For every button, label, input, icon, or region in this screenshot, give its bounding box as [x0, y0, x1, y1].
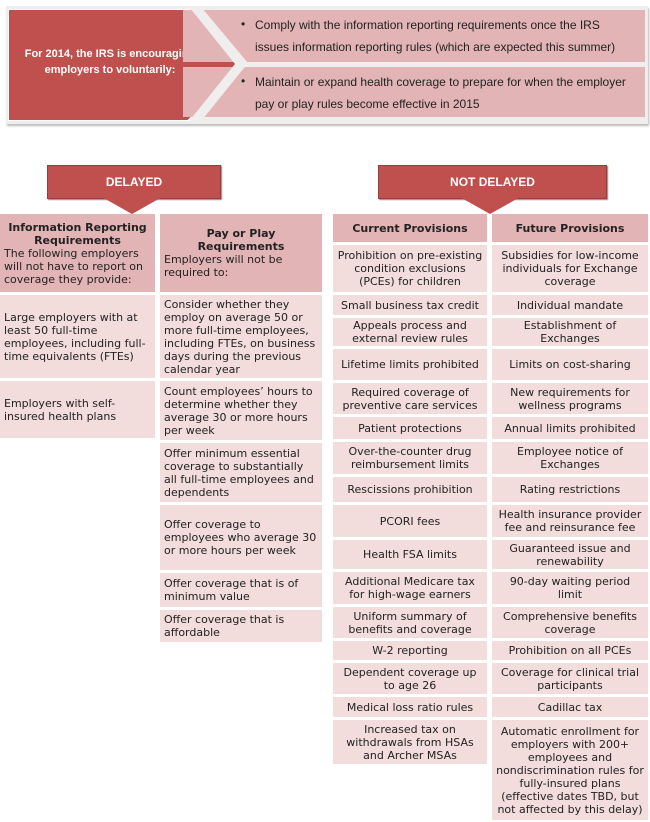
table-cell: Uniform summary of benefits and coverage [333, 607, 487, 638]
table-cell: Subsidies for low-income individuals for… [492, 245, 648, 292]
banner-bullet: •Comply with the information reporting r… [183, 10, 645, 62]
future-header: Future Provisions [492, 214, 648, 242]
column-title: Current Provisions [352, 221, 468, 235]
table-cell: Over-the-counter drug reimbursement limi… [333, 442, 487, 474]
banner-bullet: •Maintain or expand health coverage to p… [183, 67, 645, 117]
table-cell: Rating restrictions [492, 477, 648, 502]
table-cell: Offer minimum essential coverage to subs… [160, 443, 322, 502]
column-title: Pay or Play Requirements [197, 227, 285, 253]
table-cell: Patient protections [333, 417, 487, 439]
table-cell: Employers with self-insured health plans [0, 381, 155, 438]
table-cell: Automatic enrollment for employers with … [492, 720, 648, 820]
not-delayed-tag: NOT DELAYED [378, 165, 607, 199]
table-cell: Rescissions prohibition [333, 477, 487, 502]
table-cell: Small business tax credit [333, 295, 487, 315]
table-cell: Limits on cost-sharing [492, 349, 648, 380]
table-cell: Comprehensive benefits coverage [492, 607, 648, 638]
table-cell: Health insurance provider fee and reinsu… [492, 505, 648, 537]
bullet-icon: • [241, 74, 246, 88]
down-arrow-icon [100, 196, 164, 214]
current-header: Current Provisions [333, 214, 487, 242]
table-cell: Lifetime limits prohibited [333, 349, 487, 380]
column-subtitle: Employers will not be required to: [164, 253, 283, 279]
table-cell: Health FSA limits [333, 540, 487, 569]
table-cell: W-2 reporting [333, 641, 487, 660]
table-cell: Offer coverage to employees who average … [160, 505, 322, 570]
delayed-tag: DELAYED [47, 165, 221, 199]
table-cell: Coverage for clinical trial participants [492, 663, 648, 694]
banner-lead: For 2014, the IRS is encouraging employe… [24, 48, 196, 76]
table-cell: Prohibition on all PCEs [492, 641, 648, 660]
table-cell: Appeals process and external review rule… [333, 318, 487, 346]
banner-chevron [190, 8, 248, 120]
table-cell: Offer coverage that is affordable [160, 610, 322, 642]
table-cell: Guaranteed issue and renewability [492, 540, 648, 569]
column-title: Future Provisions [515, 221, 625, 235]
table-cell: New requirements for wellness programs [492, 383, 648, 414]
table-cell: Cadillac tax [492, 697, 648, 717]
table-cell: Annual limits prohibited [492, 417, 648, 439]
table-cell: Required coverage of preventive care ser… [333, 383, 487, 414]
table-cell: PCORI fees [333, 505, 487, 537]
table-cell: Additional Medicare tax for high-wage ea… [333, 572, 487, 604]
table-cell: Dependent coverage up to age 26 [333, 663, 487, 694]
table-cell: Increased tax on withdrawals from HSAs a… [333, 720, 487, 764]
bullet-icon: • [241, 17, 246, 31]
table-cell: Medical loss ratio rules [333, 697, 487, 717]
table-cell: Individual mandate [492, 295, 648, 315]
column-title: Information Reporting Requirements [8, 220, 147, 247]
table-cell: Prohibition on pre-existing condition ex… [333, 245, 487, 292]
table-cell: Count employees’ hours to determine whet… [160, 381, 322, 440]
table-cell: Employee notice of Exchanges [492, 442, 648, 474]
table-cell: Consider whether they employ on average … [160, 295, 322, 378]
table-cell: Large employers with at least 50 full-ti… [0, 295, 155, 378]
column-subtitle: The following employers will not have to… [4, 246, 143, 286]
table-cell: Offer coverage that is of minimum value [160, 573, 322, 607]
down-arrow-icon [458, 196, 522, 214]
table-cell: Establishment of Exchanges [492, 318, 648, 346]
table-cell: 90-day waiting period limit [492, 572, 648, 604]
